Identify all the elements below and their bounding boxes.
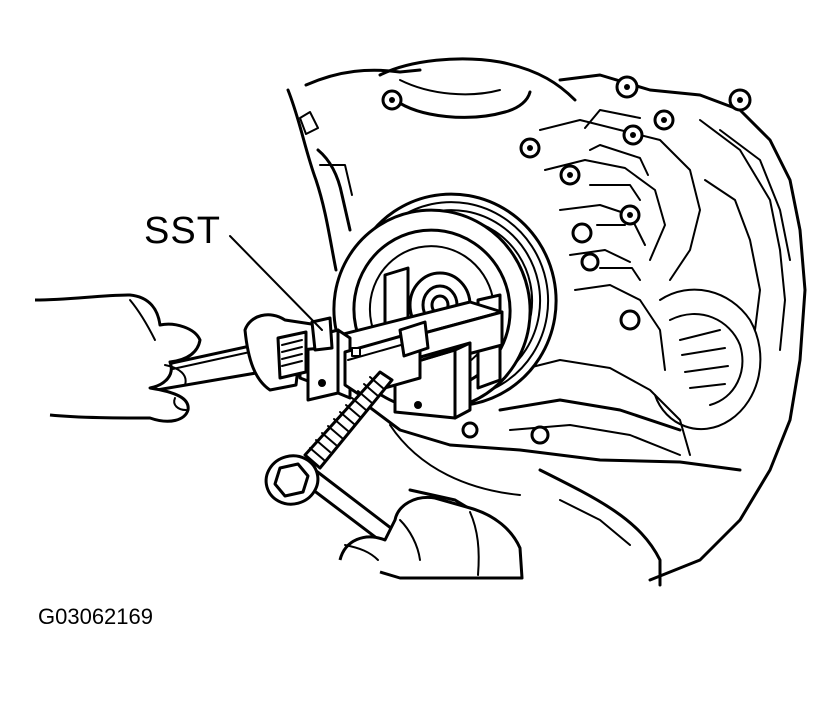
ring-wrench-icon [264, 370, 402, 554]
pulley-puller-tool-icon [298, 266, 504, 420]
sst-leader-line [229, 235, 323, 331]
engine-block-icon [286, 57, 807, 587]
left-hand-icon [34, 293, 202, 423]
sst-callout-label: SST [144, 210, 221, 252]
right-hand-icon [338, 495, 524, 580]
figure-code: G03062169 [38, 604, 153, 629]
